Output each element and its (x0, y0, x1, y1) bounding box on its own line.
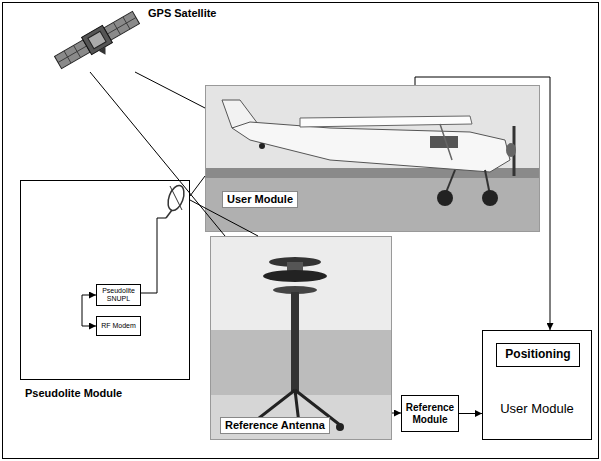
spinner (506, 143, 516, 157)
photo-frame (206, 86, 540, 232)
antenna-wire (140, 218, 166, 293)
satellite-node: GPS Satellite (50, 4, 235, 72)
photo-sky (205, 85, 540, 232)
outer-frame (3, 3, 599, 459)
component-box: Pseudolite SNUPL (96, 284, 141, 306)
box-label: Reference Module (404, 402, 456, 425)
tripod-foot (336, 423, 344, 431)
satellite-detail (88, 31, 106, 48)
component-label: Pseudolite SNUPL (99, 287, 138, 303)
choke-ring (263, 270, 327, 282)
satellite-antenna (99, 47, 109, 57)
connector (90, 72, 225, 236)
wheel (437, 190, 453, 206)
wing-strut (440, 124, 452, 160)
process-box: User Module Positioning (482, 330, 592, 440)
photo-ground (205, 178, 540, 232)
airplane-photo (205, 85, 540, 232)
component-label: RF Modem (101, 322, 136, 330)
wheel (259, 143, 265, 149)
connector (392, 413, 401, 414)
module-box: Pseudolite ModulePseudolite SNUPLRF Mode… (20, 180, 190, 380)
box-label: User Module (483, 402, 591, 417)
photo-node: User Module (205, 85, 540, 232)
module-heading: Pseudolite Module (25, 387, 122, 400)
connector (190, 176, 205, 196)
antenna-element (170, 186, 182, 210)
antenna-loop (165, 183, 187, 212)
photo-label: Reference Antenna (220, 417, 330, 434)
antenna-base (166, 210, 172, 218)
satellite-label: GPS Satellite (148, 7, 216, 20)
component-box: RF Modem (96, 316, 141, 336)
wheel (482, 190, 498, 206)
photo-label: User Module (222, 191, 298, 208)
plane-wing (300, 116, 472, 127)
photo-frame (211, 237, 392, 440)
connector (82, 295, 96, 326)
photo-ground (210, 395, 392, 440)
satellite-body (82, 25, 113, 54)
box-label: Positioning (505, 348, 570, 362)
connector (135, 72, 205, 108)
pseudolite-antenna (165, 183, 187, 218)
panel-grid (55, 11, 140, 68)
plane-fuselage (232, 122, 510, 172)
connector (415, 77, 550, 330)
photo-sky (210, 236, 392, 330)
process-box: Reference Module (401, 395, 459, 432)
connector (459, 413, 482, 414)
antenna-mast (291, 292, 299, 392)
satellite-icon (53, 9, 144, 77)
reference-antenna-photo (210, 236, 392, 440)
photo-sea (210, 330, 392, 395)
photo-node: Reference Antenna (210, 236, 392, 440)
function-box: Positioning (496, 343, 580, 367)
